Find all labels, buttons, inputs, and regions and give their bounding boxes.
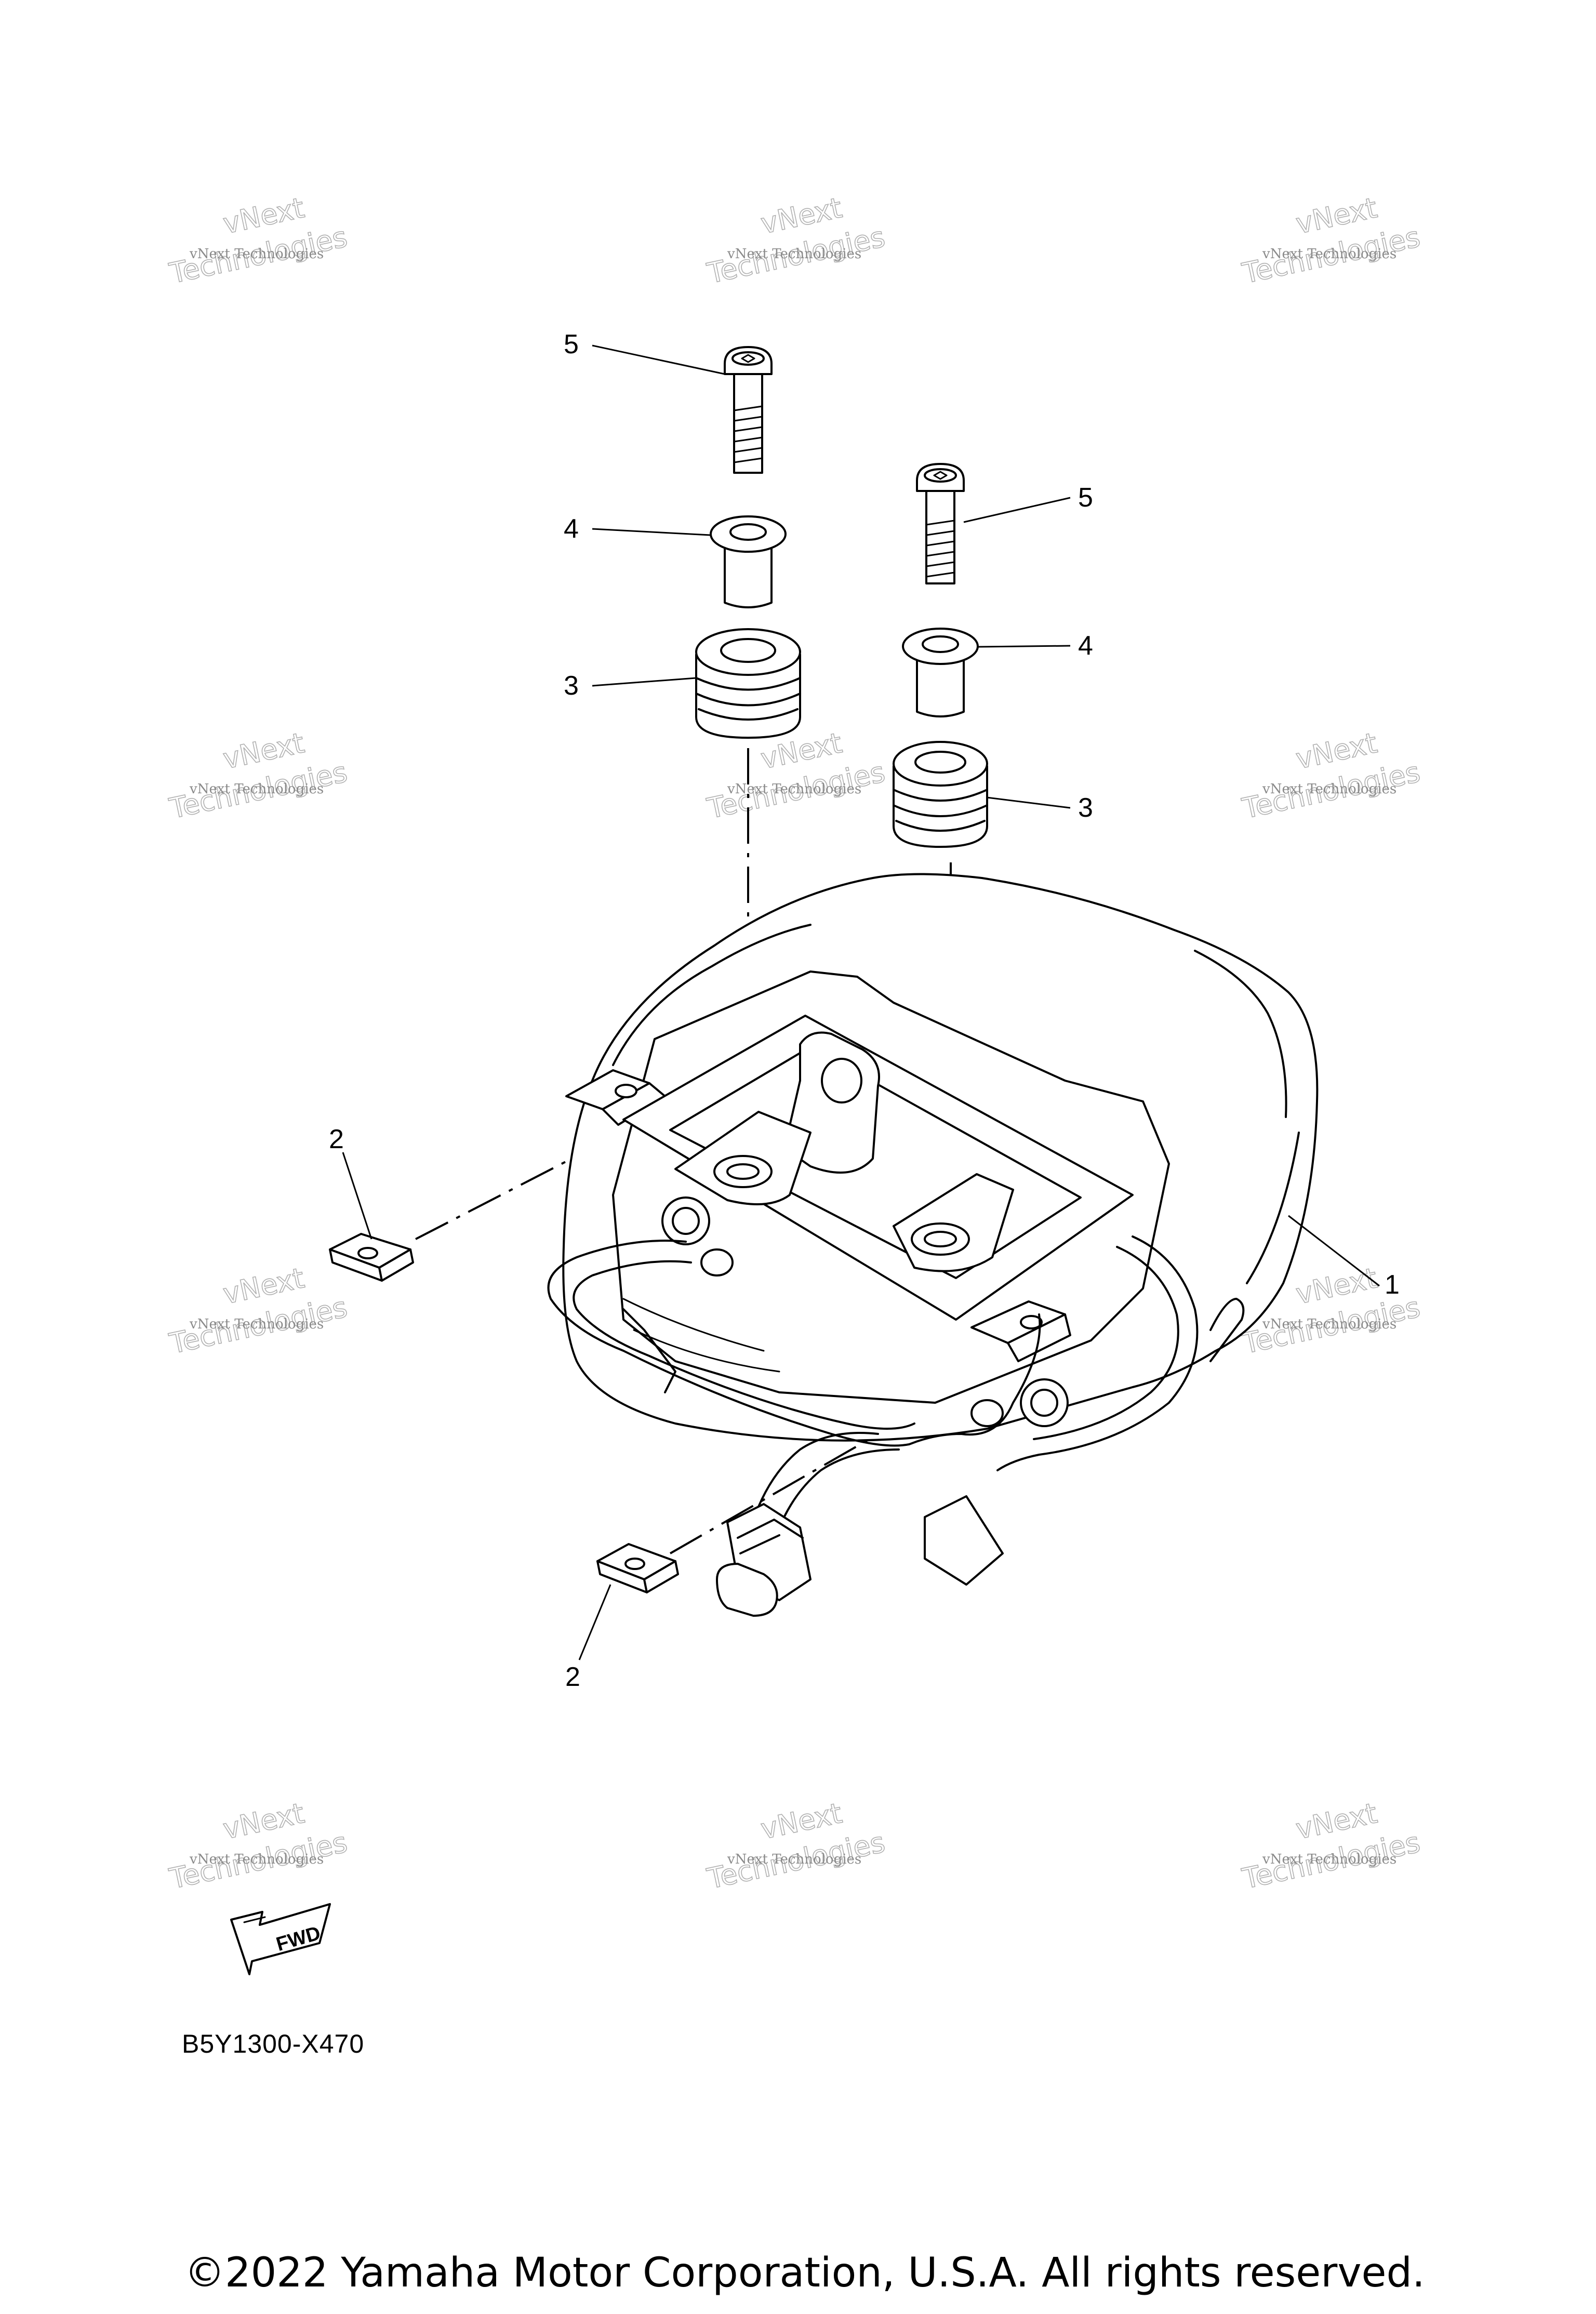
callout-5-right: 5 xyxy=(1078,483,1093,513)
collar-icon xyxy=(710,515,787,608)
callouts: 5 4 3 5 4 3 2 1 2 xyxy=(329,329,1400,1692)
callout-3-right: 3 xyxy=(1078,793,1093,823)
svg-text:vNext Technologies: vNext Technologies xyxy=(189,1316,324,1332)
callout-4-left: 4 xyxy=(564,514,579,544)
svg-text:vNext Technologies: vNext Technologies xyxy=(1262,246,1396,262)
watermark: Technologies vNext vNext Technologies xyxy=(704,1796,888,1896)
svg-text:vNext Technologies: vNext Technologies xyxy=(1262,1316,1396,1332)
svg-text:vNext Technologies: vNext Technologies xyxy=(727,246,861,262)
watermark: Technologies vNext vNext Technologies xyxy=(1239,1796,1424,1896)
svg-text:vNext Technologies: vNext Technologies xyxy=(727,1852,861,1867)
tail-light-assembly-icon xyxy=(547,873,1319,1617)
collar-icon xyxy=(902,628,979,717)
svg-text:vNext Technologies: vNext Technologies xyxy=(1262,1852,1396,1867)
callout-3-left: 3 xyxy=(564,671,579,701)
screw-icon xyxy=(916,463,965,584)
svg-text:vNext Technologies: vNext Technologies xyxy=(1262,781,1396,797)
watermark: Technologies vNext vNext Technologies xyxy=(166,1796,351,1896)
callout-1: 1 xyxy=(1385,1270,1400,1300)
svg-text:vNext Technologies: vNext Technologies xyxy=(189,1852,324,1867)
svg-text:vNext Technologies: vNext Technologies xyxy=(727,781,861,797)
nut-clip-icon xyxy=(329,1233,414,1282)
callout-2-left: 2 xyxy=(329,1124,344,1154)
watermark: Technologies vNext vNext Technologies xyxy=(1239,726,1424,826)
svg-text:vNext Technologies: vNext Technologies xyxy=(189,246,324,262)
fwd-arrow-icon: FWD xyxy=(230,1903,331,1975)
watermark: Technologies vNext vNext Technologies xyxy=(166,726,351,826)
callout-2-bottom: 2 xyxy=(565,1662,580,1692)
svg-text:vNext Technologies: vNext Technologies xyxy=(189,781,324,797)
nut-clip-icon xyxy=(596,1543,679,1593)
diagram-code: B5Y1300-X470 xyxy=(182,2029,365,2058)
callout-4-right: 4 xyxy=(1078,631,1093,661)
screw-icon xyxy=(724,346,773,474)
watermark: Technologies vNext vNext Technologies xyxy=(1239,191,1424,290)
grommet-icon xyxy=(695,628,801,739)
grommet-icon xyxy=(893,741,988,848)
copyright-notice: ©2022 Yamaha Motor Corporation, U.S.A. A… xyxy=(184,2250,1425,2296)
callout-5-left: 5 xyxy=(564,329,579,360)
watermark: Technologies vNext vNext Technologies xyxy=(704,191,888,290)
watermark: Technologies vNext vNext Technologies xyxy=(166,191,351,290)
watermark: Technologies vNext vNext Technologies xyxy=(166,1261,351,1361)
